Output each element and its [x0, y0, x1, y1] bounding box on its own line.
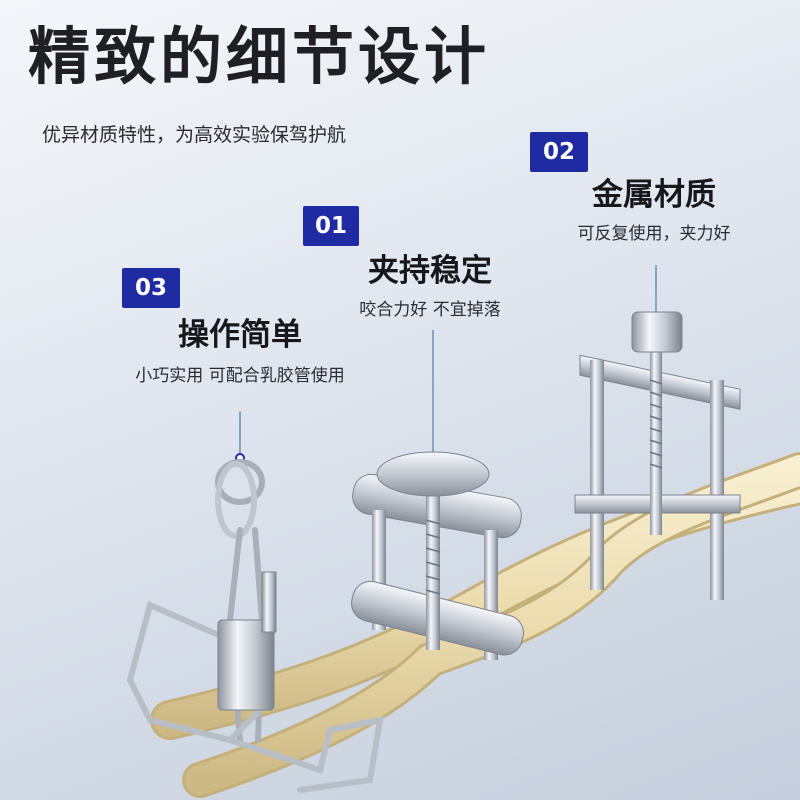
feature-02-title: 金属材质: [592, 177, 716, 213]
spring-wire-clip: [126, 411, 384, 793]
feature-01-title: 夹持稳定: [368, 253, 492, 289]
screw-frame-clamp: [574, 265, 741, 600]
feature-01-desc: 咬合力好 不宜掉落: [359, 300, 501, 320]
page-subtitle: 优异材质特性，为高效实验保驾护航: [42, 124, 347, 146]
feature-02-badge: 02: [530, 132, 588, 172]
feature-03-desc: 小巧实用 可配合乳胶管使用: [135, 366, 345, 386]
feature-02-desc: 可反复使用，夹力好: [577, 224, 731, 244]
feature-03-badge: 03: [122, 268, 180, 308]
feature-03-title: 操作简单: [178, 317, 302, 353]
feature-01-badge: 01: [303, 206, 359, 246]
wing-nut-clamp: [351, 330, 524, 660]
page-title: 精致的细节设计: [28, 20, 491, 93]
